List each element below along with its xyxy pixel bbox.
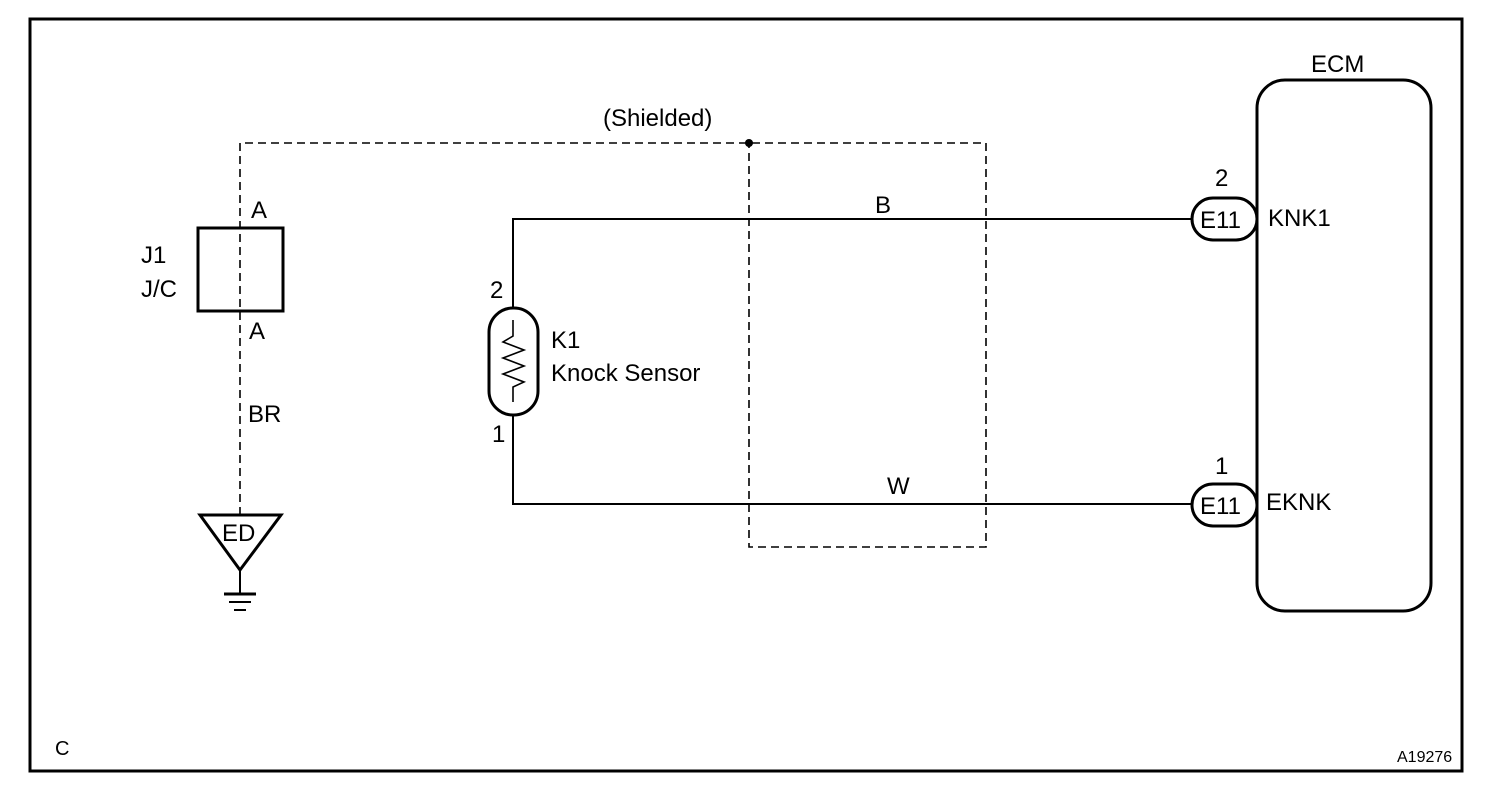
ecm-unit: ECM E11 2 KNK1 E11 1 EKNK (1190, 51, 1433, 613)
connector-label-eknk: E11 (1200, 493, 1241, 520)
ground-triangle (197, 513, 284, 573)
diagram-frame (28, 17, 1464, 773)
wire-color-b: B (875, 192, 891, 219)
figure-code: A19276 (1397, 749, 1452, 766)
junction-pin-bottom: A (249, 318, 265, 345)
ground-label: ED (222, 520, 255, 547)
junction-block (196, 226, 285, 313)
junction-name: J/C (141, 276, 177, 303)
wire-color-w: W (887, 473, 910, 500)
ecm-body (1255, 78, 1433, 613)
ecm-pin-eknk: 1 (1215, 453, 1228, 480)
ecm-title: ECM (1311, 51, 1364, 78)
wire-w (512, 415, 1193, 505)
ecm-pin-knk1: 2 (1215, 165, 1228, 192)
ecm-connector-eknk (1190, 482, 1259, 528)
shield-outline (239, 139, 987, 548)
sensor-pin-bottom: 1 (492, 421, 505, 448)
wire-color-br: BR (248, 401, 281, 428)
sensor-pin-top: 2 (490, 277, 503, 304)
knock-sensor: 2 1 K1 Knock Sensor (487, 277, 700, 448)
corner-label: C (55, 738, 69, 760)
ground-point: ED (197, 513, 284, 611)
junction-id: J1 (141, 242, 166, 269)
sensor-name: Knock Sensor (551, 360, 700, 387)
junction-pin-top: A (251, 197, 267, 224)
ecm-connector-knk1 (1190, 196, 1259, 242)
ecm-signal-knk1: KNK1 (1268, 205, 1331, 232)
shield-label: (Shielded) (603, 105, 712, 132)
wire-b (512, 218, 1193, 308)
connector-label-knk1: E11 (1200, 207, 1241, 234)
resistor-zigzag (500, 320, 527, 402)
junction-connector: A A J1 J/C (141, 197, 285, 345)
ecm-signal-eknk: EKNK (1266, 489, 1331, 516)
sensor-id: K1 (551, 327, 580, 354)
shield-junction-dot (745, 139, 753, 147)
